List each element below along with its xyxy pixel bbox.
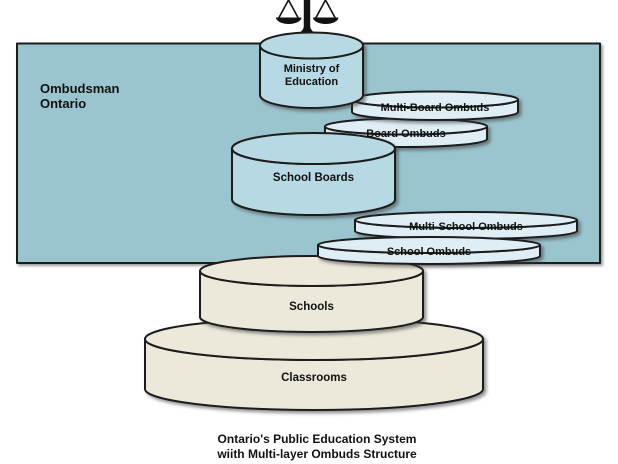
scales-left-string <box>277 0 290 19</box>
multi-school-ombuds-top <box>354 211 578 229</box>
ministry-of-education-cylinder <box>259 31 364 109</box>
school-boards-label: School Boards <box>272 172 355 184</box>
school-boards-cylinder <box>231 132 396 216</box>
diagram-caption-line2: wiith Multi-layer Ombuds Structure <box>217 447 417 461</box>
scales-left-string2 <box>287 0 300 19</box>
scales-left-pan <box>276 17 302 24</box>
ombudsman-ontario-label: Ombudsman Ontario <box>40 81 119 111</box>
scales-right-string2 <box>324 0 337 19</box>
diagram-caption-line1: Ontario's Public Education System <box>217 432 417 446</box>
board-ombuds-label: Board Ombuds <box>366 128 446 140</box>
school-ombuds-disc <box>317 236 541 265</box>
ombudsman-ontario-label-line1: Ombudsman <box>40 81 120 96</box>
ministry-label-line1: Ministry of <box>283 63 340 75</box>
multi-board-ombuds-disc <box>351 90 519 121</box>
multi-school-ombuds-label: Multi-School Ombuds <box>409 221 523 233</box>
scales-of-justice-icon <box>276 0 339 36</box>
multi-board-ombuds-label: Multi-Board Ombuds <box>380 102 490 114</box>
ombudsman-ontario-label-line2: Ontario <box>40 96 87 111</box>
scales-pole <box>295 0 319 36</box>
ministry-top <box>259 31 364 60</box>
ministry-label-line2: Education <box>284 75 339 88</box>
classrooms-label: Classrooms <box>281 372 347 384</box>
classrooms-cylinder <box>144 317 484 411</box>
ministry-of-education-label: Ministry of Education <box>241 63 382 88</box>
scales-right-pan <box>313 17 339 24</box>
schools-cylinder <box>199 255 424 333</box>
school-boards-top <box>231 132 396 165</box>
schools-label: Schools <box>289 301 334 313</box>
diagram-caption: Ontario's Public Education System wiith … <box>97 432 537 462</box>
school-ombuds-top <box>317 236 541 254</box>
school-ombuds-label: School Ombuds <box>386 246 472 258</box>
scales-right-string <box>314 0 327 19</box>
